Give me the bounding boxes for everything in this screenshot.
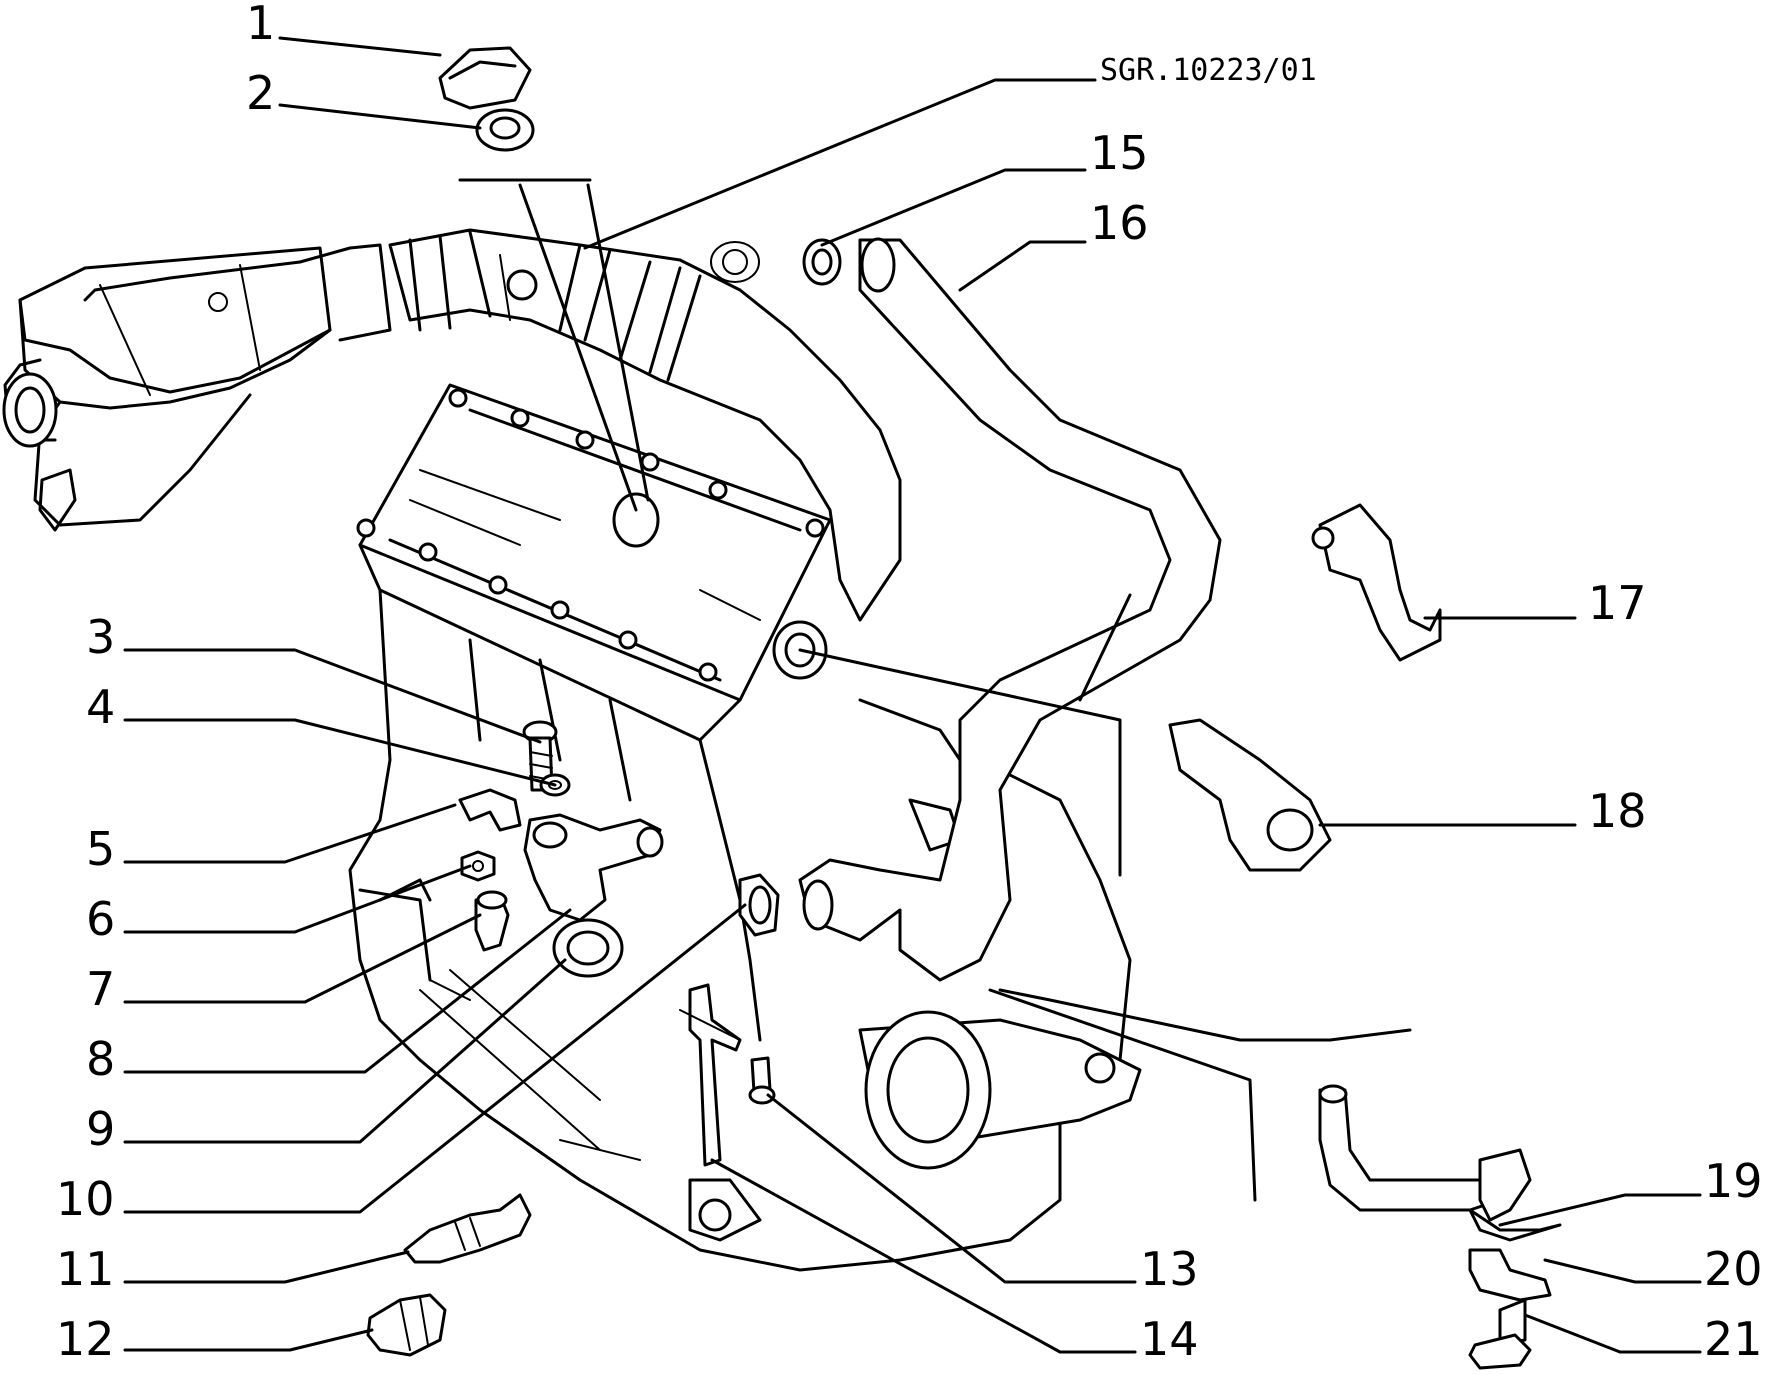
sensor-11 — [403, 1193, 532, 1264]
callout-12: 12 — [56, 1312, 115, 1366]
gasket-9 — [552, 918, 624, 978]
callout-18: 18 — [1588, 784, 1647, 838]
callout-2: 2 — [246, 66, 276, 120]
callout-16: 16 — [1090, 196, 1149, 250]
callout-8: 8 — [86, 1032, 116, 1086]
air-box — [2, 243, 392, 532]
callout-13: 13 — [1140, 1242, 1199, 1296]
callout-9: 9 — [86, 1102, 116, 1156]
callout-15: 15 — [1090, 126, 1149, 180]
filler-cap — [438, 46, 532, 110]
bracket-17 — [1311, 503, 1442, 662]
hose-elbow-5 — [458, 788, 522, 832]
bracket-18 — [1168, 718, 1332, 872]
hose-16 — [798, 237, 1222, 982]
callout-20: 20 — [1704, 1242, 1763, 1296]
fitting-7 — [474, 890, 510, 952]
callout-11: 11 — [56, 1242, 115, 1296]
callout-21: 21 — [1704, 1312, 1763, 1366]
clamp-10 — [738, 873, 780, 937]
callout-4: 4 — [86, 680, 116, 734]
callout-14: 14 — [1140, 1312, 1199, 1366]
leader-lines — [123, 36, 1702, 1354]
callout-3: 3 — [86, 610, 116, 664]
callout-5: 5 — [86, 822, 116, 876]
drain-plug-13 — [748, 1056, 776, 1105]
clip-15 — [710, 238, 842, 286]
intake-duct — [388, 228, 902, 622]
callout-19: 19 — [1704, 1154, 1763, 1208]
callout-17: 17 — [1588, 576, 1647, 630]
callout-10: 10 — [56, 1172, 115, 1226]
thermostat-housing-8 — [523, 813, 664, 922]
seal-ring — [475, 108, 535, 152]
cylinder-head — [356, 383, 832, 742]
pipe-assembly — [1318, 1084, 1562, 1302]
nut-6 — [460, 850, 496, 882]
callout-1: 1 — [246, 0, 276, 50]
engine-block — [348, 588, 1142, 1272]
callout-6: 6 — [86, 892, 116, 946]
dipstick-tube-14 — [679, 983, 742, 1167]
bolt-21 — [1468, 1298, 1532, 1370]
callout-7: 7 — [86, 962, 116, 1016]
drawing-reference: SGR.10223/01 — [1100, 53, 1317, 88]
boot-12 — [366, 1293, 447, 1357]
